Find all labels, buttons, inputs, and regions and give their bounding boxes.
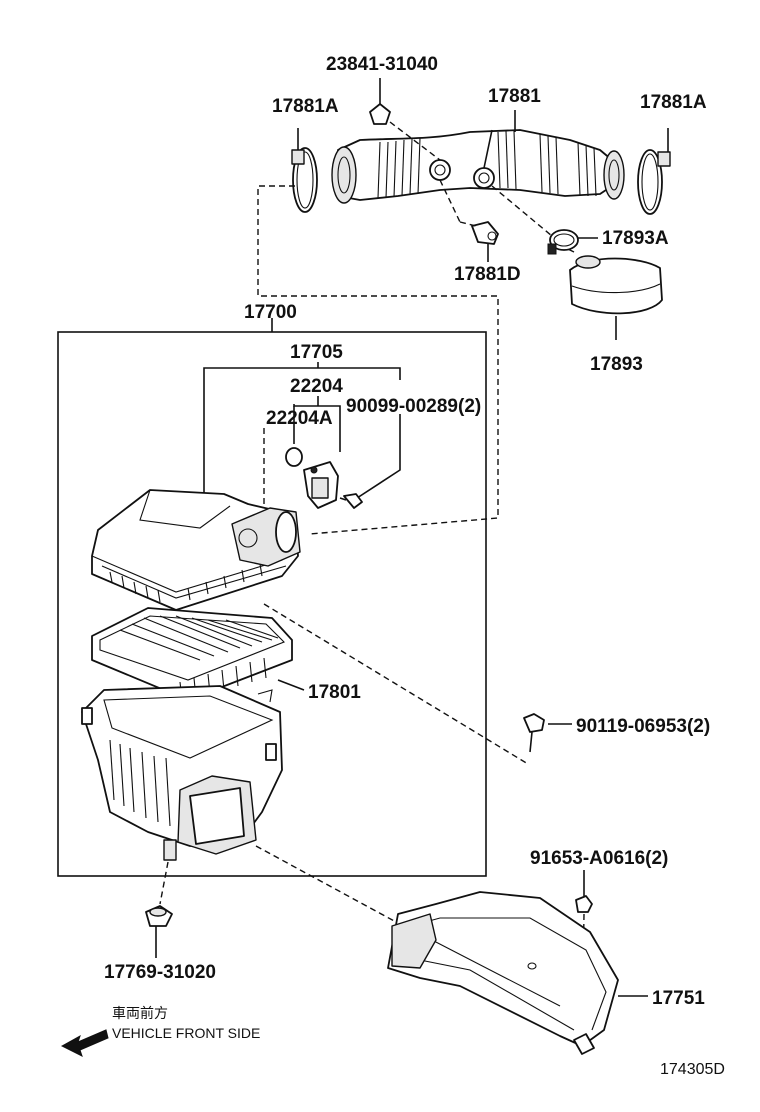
clip-23841 bbox=[369, 78, 441, 161]
label-22204A: 22204A bbox=[266, 408, 333, 429]
mass-air-flow-sensor-22204 bbox=[303, 461, 339, 509]
seal-22204A bbox=[285, 447, 303, 467]
intake-hose-17881 bbox=[331, 129, 625, 204]
label-17881A-right: 17881A bbox=[640, 92, 707, 113]
hose-clamp-right bbox=[637, 128, 671, 215]
air-filter-element-17801 bbox=[91, 607, 305, 701]
diagram-id: 174305D bbox=[660, 1061, 725, 1078]
grommet-17881D bbox=[439, 179, 499, 262]
label-17769-31020: 17769-31020 bbox=[104, 962, 216, 983]
label-17751: 17751 bbox=[652, 988, 705, 1009]
screw-90099 bbox=[339, 493, 363, 509]
label-17893A: 17893A bbox=[602, 228, 669, 249]
label-17881D: 17881D bbox=[454, 264, 521, 285]
clamp-17893A bbox=[491, 185, 598, 255]
vehicle-front-arrow bbox=[60, 1029, 109, 1057]
direction-label-english: VEHICLE FRONT SIDE bbox=[112, 1025, 260, 1041]
bolt-90119 bbox=[523, 713, 572, 753]
label-17893: 17893 bbox=[590, 354, 643, 375]
label-22204: 22204 bbox=[290, 376, 343, 397]
label-17705: 17705 bbox=[290, 342, 343, 363]
air-cleaner-cap bbox=[91, 489, 301, 611]
grommet-17769 bbox=[145, 905, 173, 958]
label-91653-A0616: 91653-A0616(2) bbox=[530, 848, 668, 869]
label-17700: 17700 bbox=[244, 302, 297, 323]
label-17881A-left: 17881A bbox=[272, 96, 339, 117]
label-90099-00289: 90099-00289(2) bbox=[346, 396, 481, 417]
resonator-17893 bbox=[565, 247, 663, 340]
direction-label-japanese: 車両前方 bbox=[112, 1005, 168, 1021]
hose-clamp-left bbox=[291, 128, 318, 213]
label-23841-31040: 23841-31040 bbox=[326, 54, 438, 75]
label-17881: 17881 bbox=[488, 86, 541, 107]
label-17801: 17801 bbox=[308, 682, 361, 703]
air-cleaner-case bbox=[81, 685, 283, 861]
air-inlet-duct-17751 bbox=[387, 891, 648, 1055]
label-90119-06953: 90119-06953(2) bbox=[576, 716, 710, 737]
